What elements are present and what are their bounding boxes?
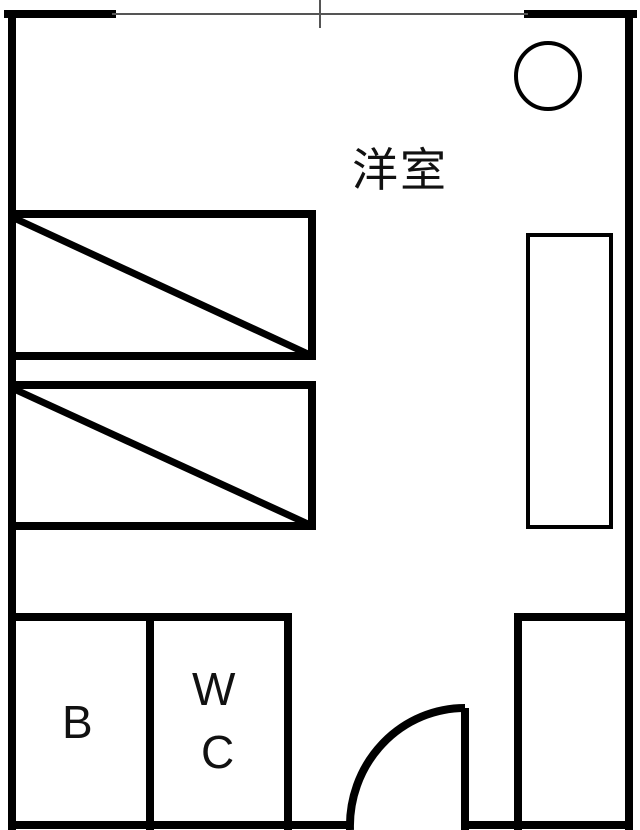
window <box>112 0 528 28</box>
ceiling-light-icon <box>514 41 582 111</box>
wc-label-c: C <box>201 726 235 778</box>
desk <box>526 233 613 529</box>
wet-area-walls <box>12 613 350 830</box>
shoe-storage <box>514 613 633 830</box>
closet-2 <box>12 381 316 530</box>
entrance-door <box>345 704 518 830</box>
room-label: 洋室 <box>352 143 448 197</box>
closet-1 <box>12 210 316 360</box>
wc-label-w: W <box>192 663 236 715</box>
outer-walls <box>4 10 637 830</box>
bath-label: B <box>62 696 93 748</box>
